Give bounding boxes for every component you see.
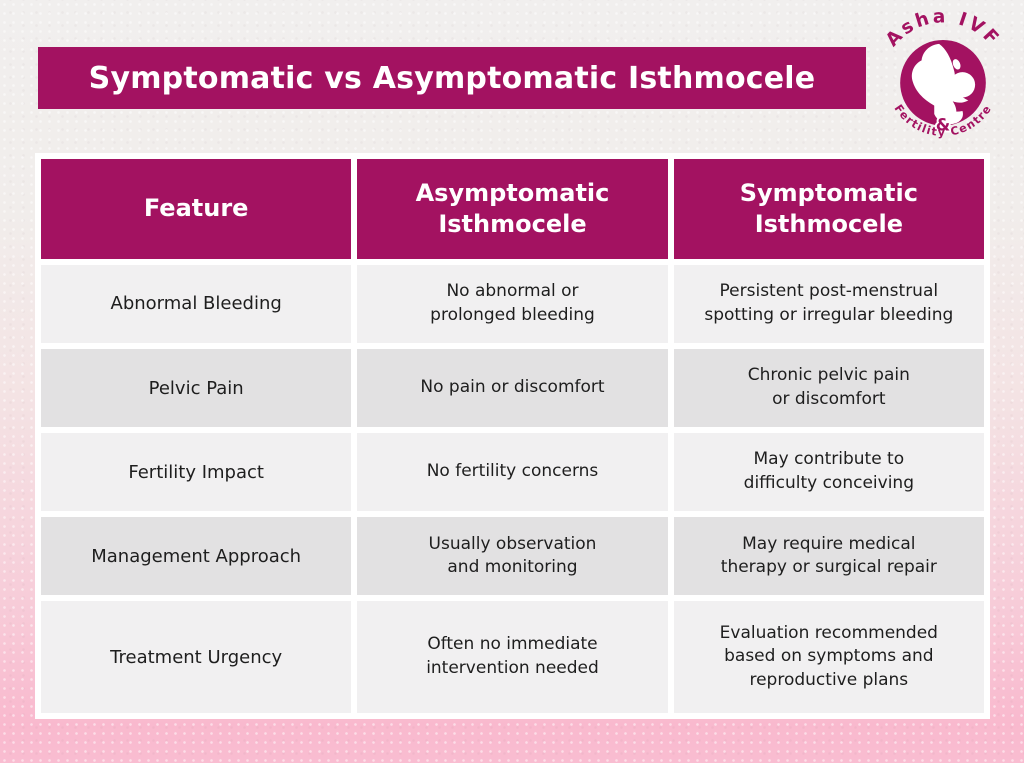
comparison-table: Feature Asymptomatic Isthmocele Symptoma…: [35, 153, 990, 719]
cell-symptomatic: May require medical therapy or surgical …: [673, 517, 984, 596]
page-title: Symptomatic vs Asymptomatic Isthmocele: [88, 60, 816, 96]
table-row: Management Approach Usually observation …: [41, 517, 984, 596]
header-cell-symptomatic: Symptomatic Isthmocele: [673, 159, 984, 259]
table-row: Treatment Urgency Often no immediate int…: [41, 601, 984, 713]
table-row: Abnormal Bleeding No abnormal or prolong…: [41, 265, 984, 344]
table-row: Pelvic Pain No pain or discomfort Chroni…: [41, 349, 984, 428]
cell-asymptomatic: No fertility concerns: [357, 433, 668, 512]
cell-feature: Fertility Impact: [41, 433, 352, 512]
cell-feature: Abnormal Bleeding: [41, 265, 352, 344]
title-bar: Symptomatic vs Asymptomatic Isthmocele: [38, 47, 866, 109]
cell-asymptomatic: Usually observation and monitoring: [357, 517, 668, 596]
header-cell-feature: Feature: [41, 159, 352, 259]
cell-feature: Pelvic Pain: [41, 349, 352, 428]
cell-feature: Treatment Urgency: [41, 601, 352, 713]
header-cell-asymptomatic: Asymptomatic Isthmocele: [357, 159, 668, 259]
cell-symptomatic: Evaluation recommended based on symptoms…: [673, 601, 984, 713]
cell-asymptomatic: No abnormal or prolonged bleeding: [357, 265, 668, 344]
cell-symptomatic: May contribute to difficulty conceiving: [673, 433, 984, 512]
logo-ampersand: &: [936, 116, 950, 135]
asha-ivf-logo: Asha IVF & Fertility Centre: [882, 6, 1001, 139]
cell-symptomatic: Chronic pelvic pain or discomfort: [673, 349, 984, 428]
cell-symptomatic: Persistent post-menstrual spotting or ir…: [673, 265, 984, 344]
mother-baby-icon: [911, 43, 976, 125]
cell-feature: Management Approach: [41, 517, 352, 596]
cell-asymptomatic: No pain or discomfort: [357, 349, 668, 428]
table-row: Fertility Impact No fertility concerns M…: [41, 433, 984, 512]
cell-asymptomatic: Often no immediate intervention needed: [357, 601, 668, 713]
table-header-row: Feature Asymptomatic Isthmocele Symptoma…: [41, 159, 984, 259]
